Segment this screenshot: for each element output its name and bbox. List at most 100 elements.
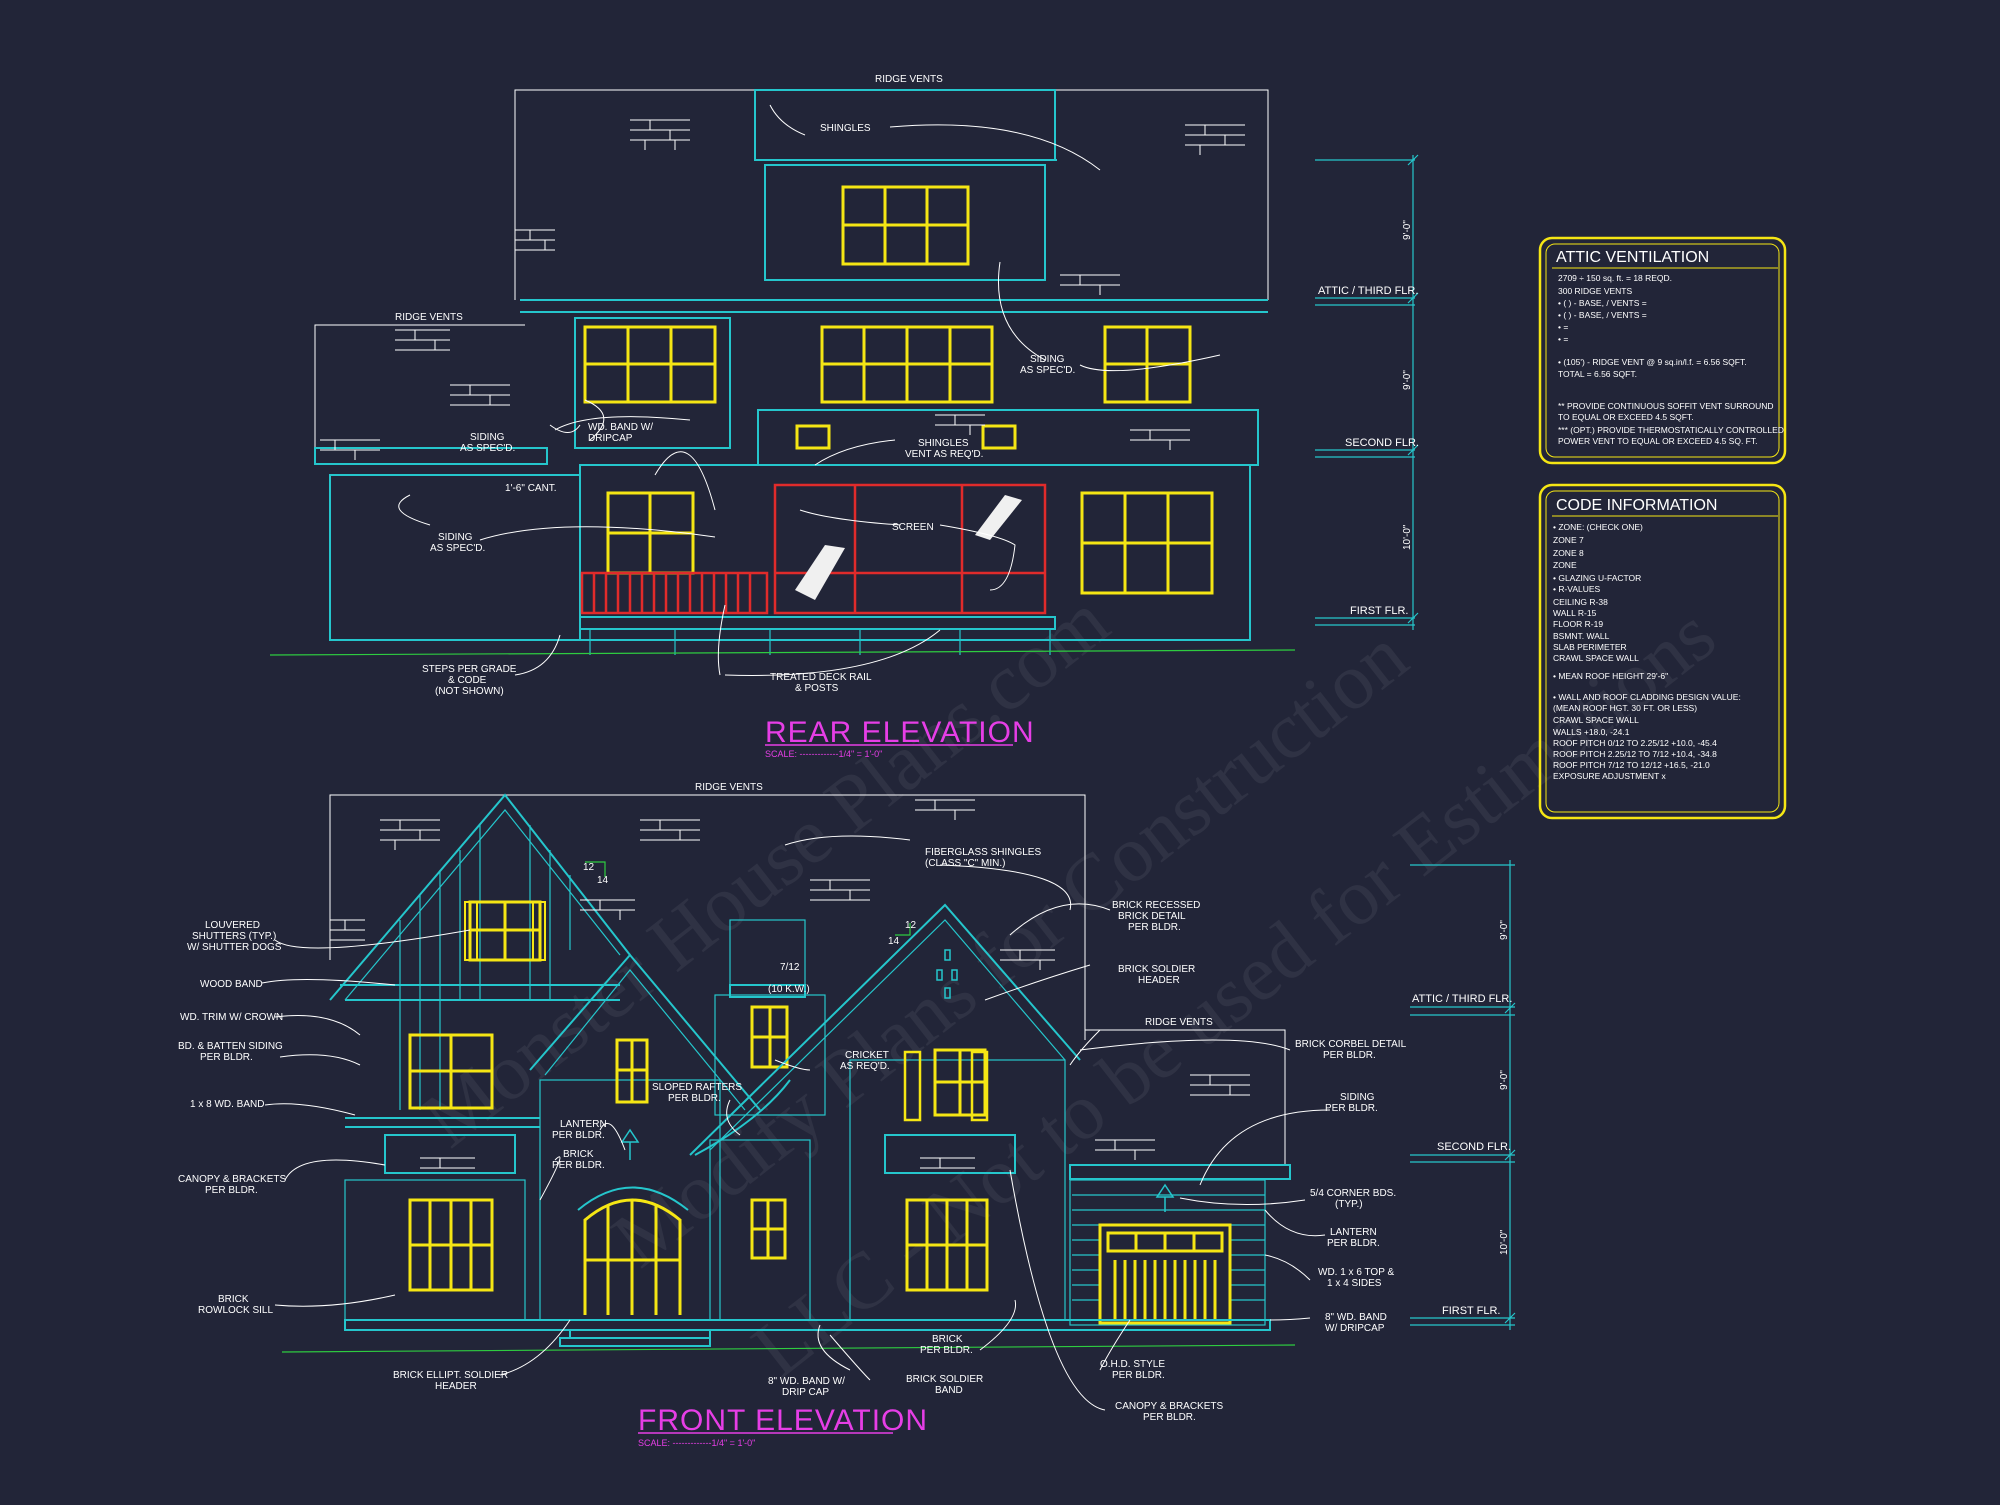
front-note-siding-b: PER BLDR. — [1325, 1103, 1378, 1114]
code-line: (MEAN ROOF HGT. 30 FT. OR LESS) — [1553, 703, 1697, 713]
rear-vent-left — [795, 424, 831, 450]
front-step-2 — [559, 1337, 711, 1347]
rear-note-siding-1b: AS SPEC'D. — [460, 443, 515, 454]
front-sloped-rafters — [694, 1079, 791, 1156]
rear-grade-line — [269, 649, 1296, 656]
front-note-band8-b: W/ DRIPCAP — [1325, 1323, 1385, 1334]
attic-line: TOTAL = 6.56 SQFT. — [1558, 369, 1637, 379]
front-note-wd-trim: WD. TRIM W/ CROWN — [180, 1012, 283, 1023]
front-note-louvered-c: W/ SHUTTER DOGS — [187, 942, 282, 953]
front-shutter-2 — [532, 901, 546, 961]
front-left-canopy — [384, 1134, 516, 1174]
rear-elevation — [269, 89, 1296, 676]
front-shutter-4 — [970, 1050, 989, 1122]
front-note-ellipt-b: HEADER — [435, 1381, 477, 1392]
front-dim-2: 9'-0" — [1499, 1070, 1510, 1090]
code-line: • R-VALUES — [1553, 584, 1601, 594]
front-note-bd-batten-b: PER BLDR. — [200, 1052, 253, 1063]
front-note-brick-center-b: PER BLDR. — [920, 1345, 973, 1356]
rear-dim-1: 9'-0" — [1402, 220, 1413, 240]
attic-line: • ( ) - BASE, / VENTS = — [1558, 310, 1647, 320]
code-line: ROOF PITCH 2.25/12 TO 7/12 +10.4, -34.8 — [1553, 749, 1717, 759]
code-information-box: CODE INFORMATION • ZONE: (CHECK ONE) ZON… — [1538, 483, 1787, 820]
front-note-canopy-a: CANOPY & BRACKETS — [178, 1174, 287, 1185]
rear-level-marks: ATTIC / THIRD FLR. SECOND FLR. FIRST FLR… — [1315, 154, 1419, 630]
front-note-lantern-right-a: LANTERN — [1330, 1227, 1377, 1238]
front-note-brick-recessed-b: BRICK DETAIL — [1118, 911, 1186, 922]
front-right-canopy — [884, 1134, 1016, 1174]
rear-note-deck-a: TREATED DECK RAIL — [770, 672, 872, 683]
front-note-corner-b: (TYP.) — [1335, 1199, 1363, 1210]
front-note-corbel-b: PER BLDR. — [1323, 1050, 1376, 1061]
front-note-brick-soldier-a: BRICK SOLDIER — [1118, 964, 1195, 975]
front-note-fiberglass-a: FIBERGLASS SHINGLES — [925, 847, 1041, 858]
attic-box-title: ATTIC VENTILATION — [1556, 249, 1709, 266]
rear-note-shingles-vent-b: VENT AS REQ'D. — [905, 449, 983, 460]
front-note-pitch-14-left: 14 — [597, 875, 609, 886]
front-ellipt-header — [577, 1186, 689, 1211]
attic-line: 300 RIDGE VENTS — [1558, 286, 1632, 296]
front-grade-line — [281, 1344, 1296, 1353]
front-note-sloped-a: SLOPED RAFTERS — [652, 1082, 742, 1093]
rear-first-floor-wall — [579, 464, 1251, 641]
rear-note-steps-c: (NOT SHOWN) — [435, 686, 504, 697]
front-leaders — [261, 835, 1331, 1411]
code-line: • ZONE: (CHECK ONE) — [1553, 522, 1643, 532]
attic-line: POWER VENT TO EQUAL OR EXCEED 4.5 SQ. FT… — [1558, 436, 1757, 446]
attic-line: TO EQUAL OR EXCEED 4.5 SQFT. — [1558, 412, 1694, 422]
rear-note-screen: SCREEN — [892, 522, 934, 533]
front-notes: RIDGE VENTS FIBERGLASS SHINGLES (CLASS "… — [178, 782, 1407, 1448]
rear-note-siding-3a: SIDING — [438, 532, 473, 543]
front-note-canopy-right-a: CANOPY & BRACKETS — [1115, 1401, 1224, 1412]
front-note-brick-recessed-c: PER BLDR. — [1128, 922, 1181, 933]
front-note-pitch-12-right: 12 — [905, 920, 917, 931]
front-note-ohd-b: PER BLDR. — [1112, 1370, 1165, 1381]
code-line: WALL R-15 — [1553, 608, 1597, 618]
front-note-cricket-b: AS REQ'D. — [840, 1061, 890, 1072]
front-note-louvered-b: SHUTTERS (TYP.) — [192, 931, 276, 942]
front-note-fiberglass-b: (CLASS "C" MIN.) — [925, 858, 1005, 869]
code-line: ZONE 7 — [1553, 535, 1584, 545]
front-note-pitch-712: 7/12 — [780, 962, 800, 973]
rear-deck-floor — [579, 616, 1056, 630]
code-line: ROOF PITCH 7/12 TO 12/12 +16.5, -21.0 — [1553, 760, 1710, 770]
front-note-brick-left-b: PER BLDR. — [552, 1160, 605, 1171]
front-roof-outline — [329, 794, 1086, 1040]
rear-upper-roof — [754, 89, 1056, 161]
code-line: WALLS +18.0, -24.1 — [1553, 727, 1630, 737]
front-lantern-left — [620, 1128, 640, 1160]
front-note-lantern-left-a: LANTERN — [560, 1119, 607, 1130]
code-line: • GLAZING U-FACTOR — [1553, 573, 1641, 583]
rear-note-deck-b: & POSTS — [795, 683, 839, 694]
rear-note-wd-band-b: DRIPCAP — [588, 433, 633, 444]
attic-line: • (105') - RIDGE VENT @ 9 sq.in/l.f. = 6… — [1558, 357, 1747, 367]
code-line: • MEAN ROOF HEIGHT 29'-6" — [1553, 671, 1668, 681]
code-line: ROOF PITCH 0/12 TO 2.25/12 +10.0, -45.4 — [1553, 738, 1717, 748]
front-note-soldier-band-a: BRICK SOLDIER — [906, 1374, 983, 1385]
front-note-bd-batten-a: BD. & BATTEN SIDING — [178, 1041, 283, 1052]
front-right-gable — [689, 903, 1081, 1156]
rear-left-wall — [329, 474, 581, 641]
code-line: • WALL AND ROOF CLADDING DESIGN VALUE: — [1553, 692, 1741, 702]
front-note-ridge-vents-right: RIDGE VENTS — [1145, 1017, 1213, 1028]
front-note-band8-a: 8" WD. BAND — [1325, 1312, 1387, 1323]
front-elevation — [261, 793, 1331, 1411]
attic-line: • ( ) - BASE, / VENTS = — [1558, 298, 1647, 308]
rear-note-ridge-vents: RIDGE VENTS — [875, 74, 943, 85]
code-box-title: CODE INFORMATION — [1556, 497, 1717, 514]
front-note-pitch-14-right: 14 — [888, 936, 900, 947]
front-level-second: SECOND FLR. — [1437, 1141, 1511, 1153]
rear-note-shingles-vent-a: SHINGLES — [918, 438, 969, 449]
rear-brick-hatches — [320, 119, 1245, 460]
attic-line: ** PROVIDE CONTINUOUS SOFFIT VENT SURROU… — [1558, 401, 1774, 411]
code-line: FLOOR R-19 — [1553, 619, 1603, 629]
front-note-ohd-a: O.H.D. STYLE — [1100, 1359, 1165, 1370]
front-note-rowlock-a: BRICK — [218, 1294, 249, 1305]
front-note-canopy-b: PER BLDR. — [205, 1185, 258, 1196]
front-pitch-mark-right — [895, 923, 911, 936]
front-brick-hatches — [330, 799, 1250, 1169]
rear-level-attic: ATTIC / THIRD FLR. — [1318, 285, 1418, 297]
front-note-wood-band: WOOD BAND — [200, 979, 263, 990]
front-garage-roof — [1084, 1029, 1286, 1165]
code-line: SLAB PERIMETER — [1553, 642, 1627, 652]
